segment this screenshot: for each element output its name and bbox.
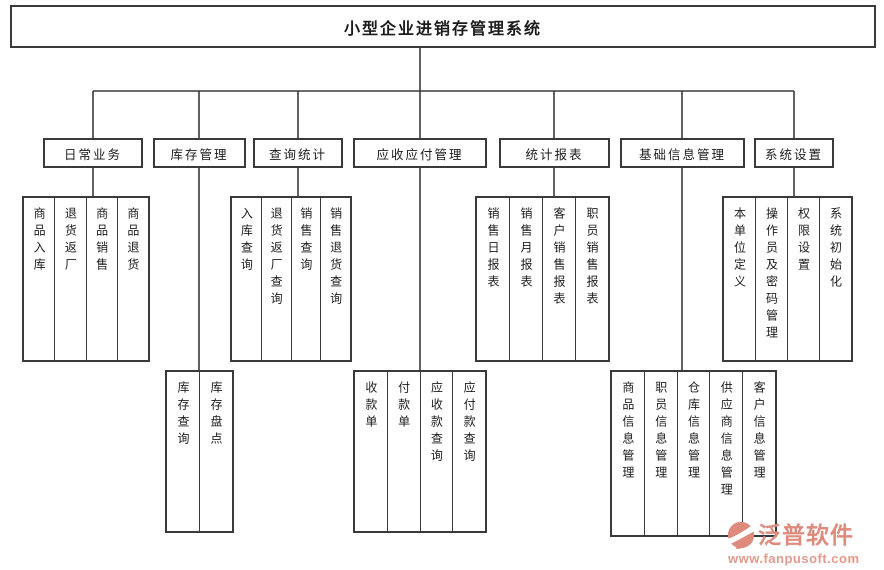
leaf-node: 仓库信息管理 — [676, 372, 710, 535]
leaf-node: 销售退货查询 — [320, 198, 350, 360]
leaf-node: 应付款查询 — [452, 372, 485, 531]
group-receivable-payable-items: 收款单 付款单 应收款查询 应付款查询 — [353, 370, 487, 533]
branch-label: 统计报表 — [525, 147, 584, 162]
branch-inventory-management: 库存管理 — [153, 138, 246, 168]
leaf-label: 销售日报表 — [486, 207, 500, 292]
leaf-label: 收款单 — [363, 381, 378, 432]
leaf-label: 商品信息管理 — [620, 381, 635, 483]
leaf-node: 库存盘点 — [199, 372, 232, 531]
branch-basic-info-management: 基础信息管理 — [620, 138, 745, 168]
leaf-label: 销售查询 — [298, 207, 313, 275]
leaf-label: 商品入库 — [32, 207, 47, 275]
watermark-brand-text: 泛普软件 — [758, 521, 854, 548]
leaf-node: 客户销售报表 — [542, 198, 575, 360]
leaf-label: 应付款查询 — [462, 381, 477, 466]
leaf-node: 入库查询 — [232, 198, 261, 360]
page-title: 小型企业进销存管理系统 — [343, 20, 542, 38]
leaf-node: 职员销售报表 — [575, 198, 608, 360]
leaf-label: 本单位定义 — [732, 207, 747, 292]
leaf-node: 商品信息管理 — [612, 372, 644, 535]
leaf-node: 退货返厂查询 — [260, 198, 291, 360]
leaf-label: 职员销售报表 — [585, 207, 599, 309]
leaf-label: 权限设置 — [796, 207, 811, 275]
leaf-label: 销售月报表 — [519, 207, 533, 292]
branch-statistical-reports: 统计报表 — [499, 138, 610, 168]
leaf-label: 销售退货查询 — [328, 207, 343, 309]
leaf-label: 客户销售报表 — [552, 207, 566, 309]
leaf-label: 退货返厂 — [63, 207, 78, 275]
leaf-label: 入库查询 — [239, 207, 254, 275]
branch-label: 查询统计 — [268, 147, 327, 162]
leaf-node: 库存查询 — [167, 372, 199, 531]
branch-label: 日常业务 — [63, 147, 122, 162]
watermark: 泛普软件 www.fanpusoft.com — [726, 520, 876, 568]
watermark-url-text: www.fanpusoft.com — [728, 551, 860, 566]
branch-label: 库存管理 — [170, 147, 229, 162]
leaf-node: 销售日报表 — [477, 198, 509, 360]
leaf-label: 库存查询 — [176, 381, 190, 449]
leaf-node: 操作员及密码管理 — [755, 198, 787, 360]
leaf-label: 付款单 — [396, 381, 411, 432]
leaf-node: 系统初始化 — [819, 198, 851, 360]
root-title-box: 小型企业进销存管理系统 — [10, 5, 876, 48]
branch-receivable-payable: 应收应付管理 — [353, 138, 487, 168]
branch-query-statistics: 查询统计 — [253, 138, 343, 168]
leaf-node: 本单位定义 — [724, 198, 755, 360]
leaf-label: 库存盘点 — [209, 381, 223, 449]
leaf-node: 销售查询 — [290, 198, 321, 360]
group-inventory-items: 库存查询 库存盘点 — [165, 370, 234, 533]
leaf-label: 系统初始化 — [828, 207, 843, 292]
leaf-node: 商品退货 — [116, 198, 148, 360]
fanpu-logo-icon — [727, 521, 755, 550]
leaf-label: 职员信息管理 — [653, 381, 668, 483]
leaf-label: 操作员及密码管理 — [764, 207, 779, 343]
branch-daily-business: 日常业务 — [43, 138, 143, 168]
leaf-node: 客户信息管理 — [742, 372, 775, 535]
branch-label: 系统设置 — [764, 147, 823, 162]
group-basic-info-items: 商品信息管理 职员信息管理 仓库信息管理 供应商信息管理 客户信息管理 — [610, 370, 777, 537]
group-statistical-reports-items: 销售日报表 销售月报表 客户销售报表 职员销售报表 — [475, 196, 610, 362]
group-daily-business-items: 商品入库 退货返厂 商品销售 商品退货 — [22, 196, 150, 362]
branch-label: 基础信息管理 — [638, 147, 726, 162]
leaf-node: 职员信息管理 — [643, 372, 677, 535]
group-query-statistics-items: 入库查询 退货返厂查询 销售查询 销售退货查询 — [230, 196, 352, 362]
leaf-node: 销售月报表 — [509, 198, 542, 360]
leaf-label: 仓库信息管理 — [686, 381, 701, 483]
leaf-node: 退货返厂 — [54, 198, 85, 360]
group-system-settings-items: 本单位定义 操作员及密码管理 权限设置 系统初始化 — [722, 196, 853, 362]
leaf-node: 商品销售 — [85, 198, 117, 360]
leaf-label: 商品退货 — [125, 207, 140, 275]
leaf-label: 应收款查询 — [429, 381, 444, 466]
leaf-node: 收款单 — [355, 372, 387, 531]
leaf-node: 供应商信息管理 — [709, 372, 742, 535]
branch-system-settings: 系统设置 — [754, 138, 834, 168]
branch-label: 应收应付管理 — [376, 147, 464, 162]
leaf-node: 商品入库 — [24, 198, 54, 360]
leaf-label: 客户信息管理 — [752, 381, 767, 483]
leaf-label: 退货返厂查询 — [269, 207, 284, 309]
leaf-node: 应收款查询 — [419, 372, 453, 531]
leaf-label: 商品销售 — [94, 207, 109, 275]
leaf-label: 供应商信息管理 — [719, 381, 734, 500]
leaf-node: 付款单 — [386, 372, 420, 531]
leaf-node: 权限设置 — [787, 198, 819, 360]
